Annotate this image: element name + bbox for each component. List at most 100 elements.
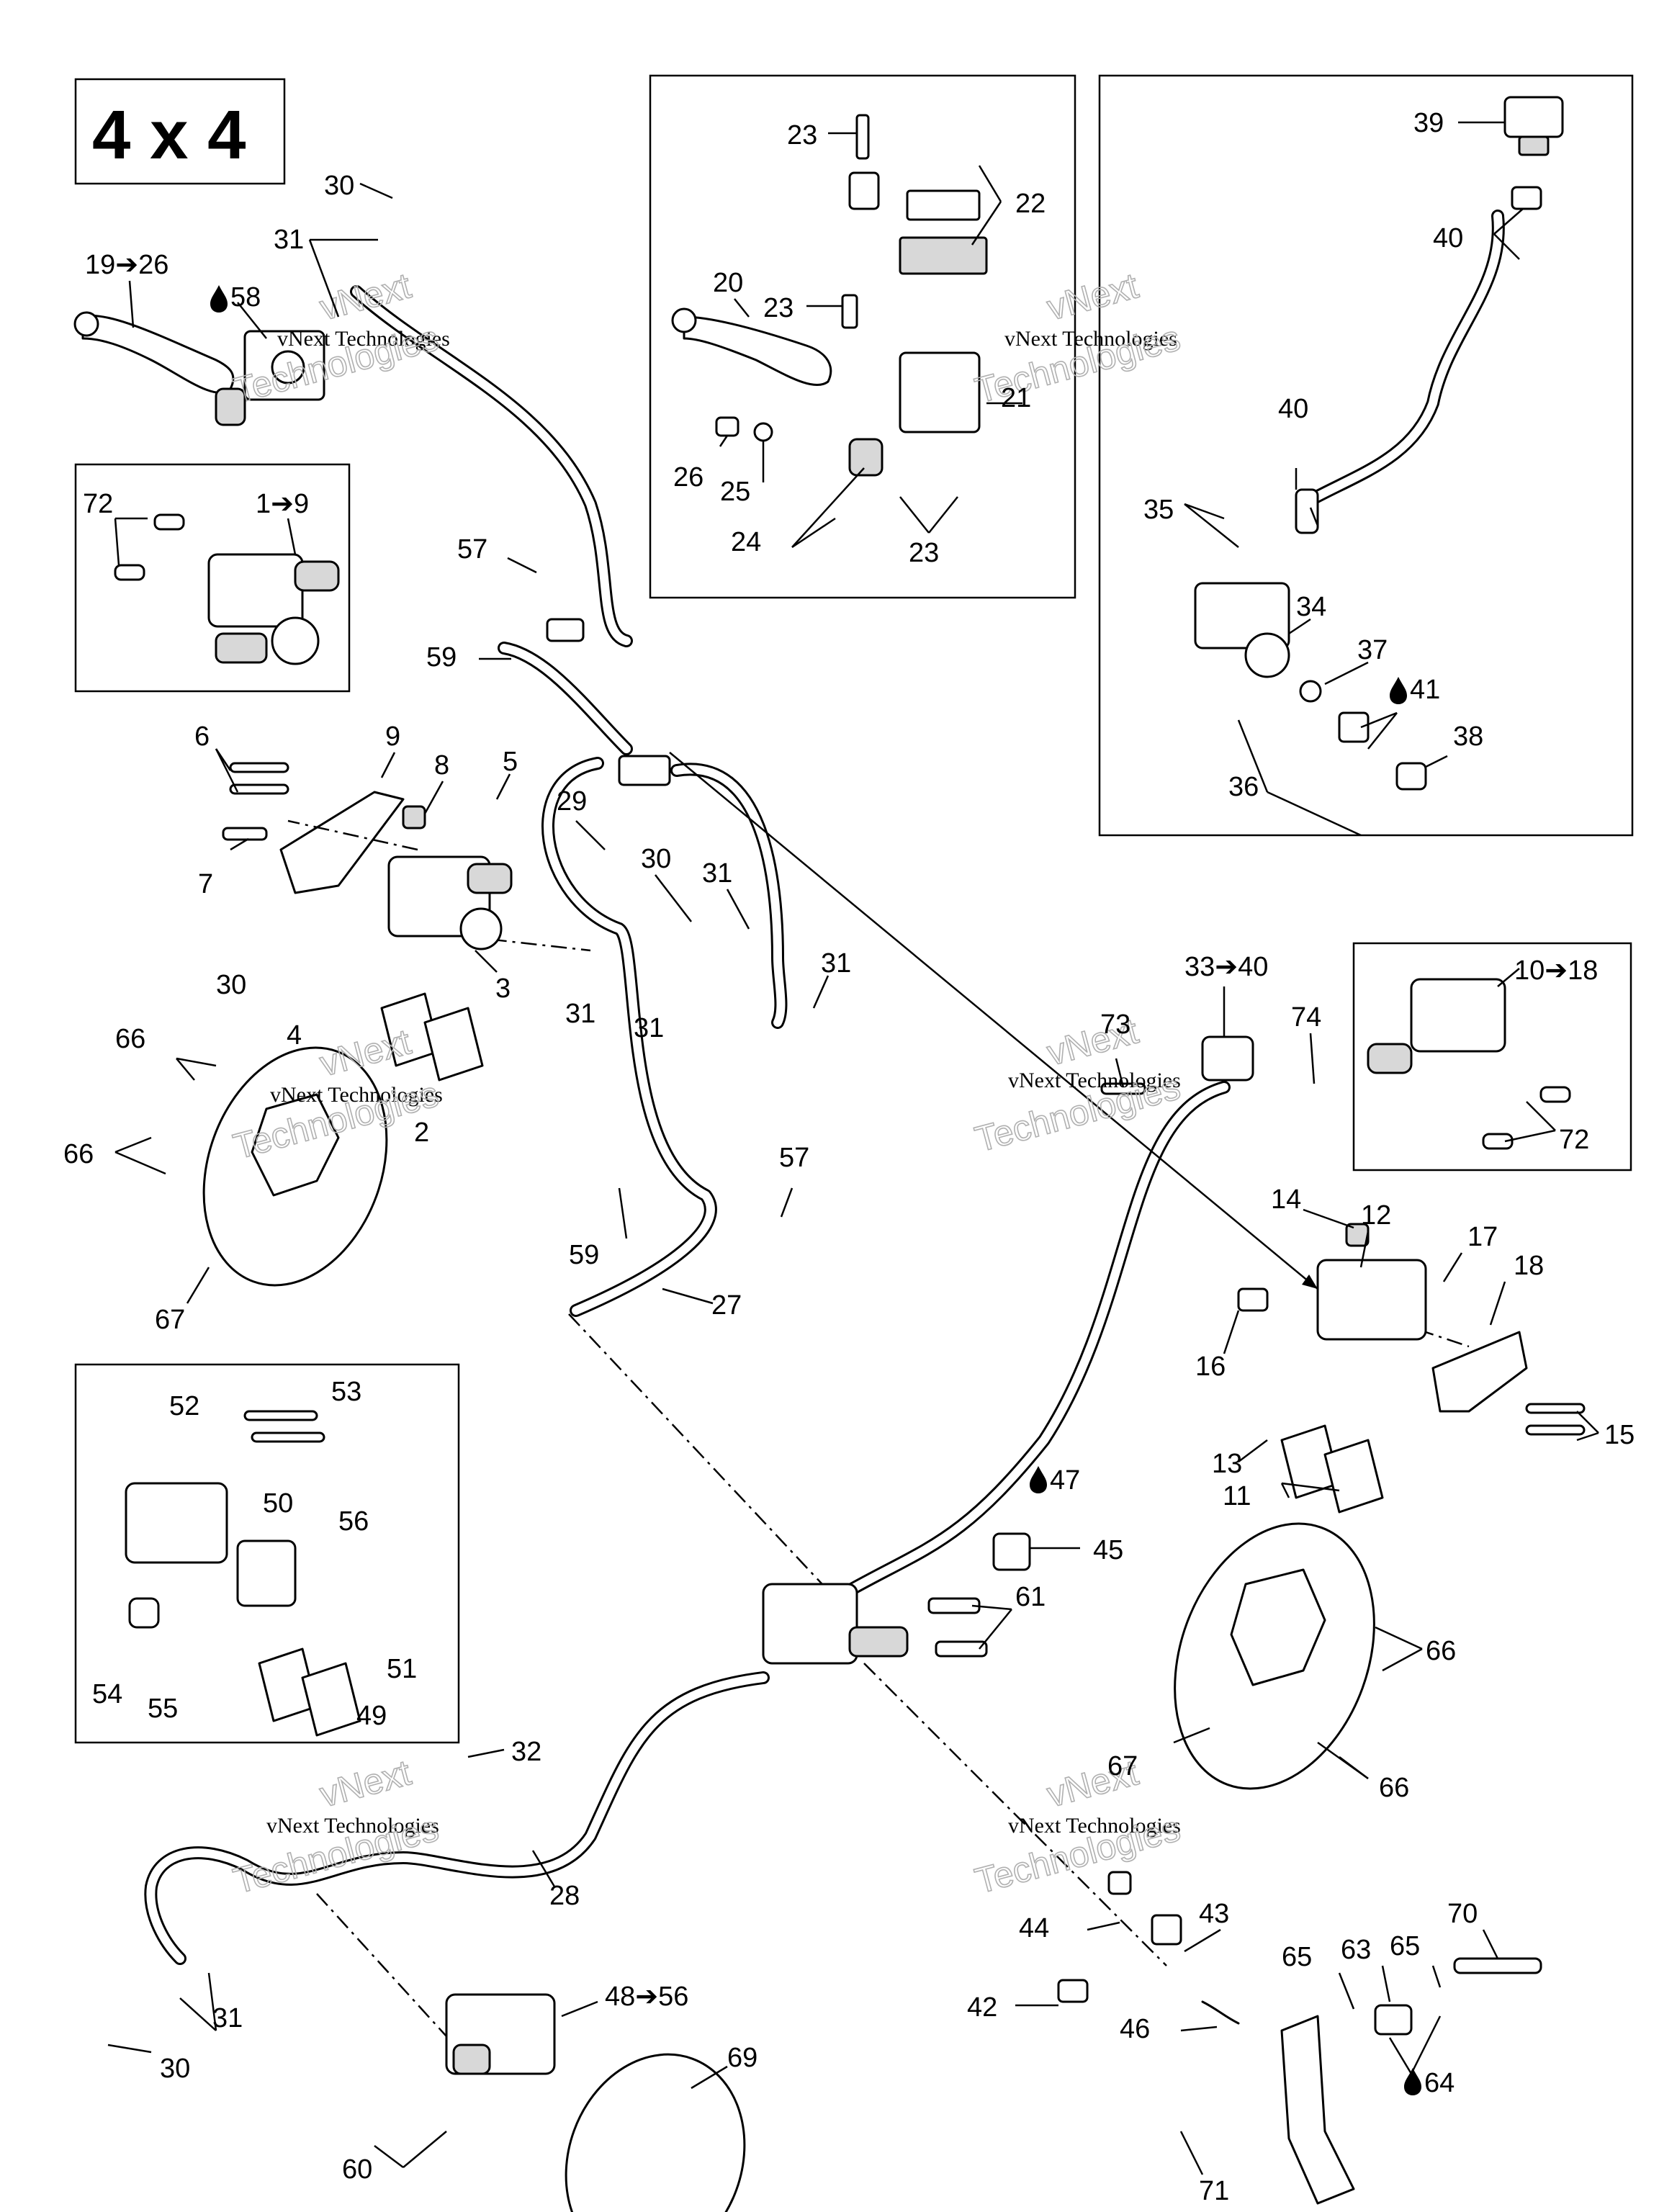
front-reservoir <box>1100 1035 1254 1095</box>
brake-pedal-assembly <box>1057 1871 1542 2205</box>
callout-label: 31 <box>212 2003 243 2033</box>
callout-label: 35 <box>1143 495 1174 525</box>
callout-label: 30 <box>160 2054 190 2084</box>
callout-label: 69 <box>727 2043 757 2073</box>
callout-label: 1➔9 <box>256 489 309 519</box>
callout-label: 20 <box>713 268 743 298</box>
watermarks: vNext Technologies vNext Technologies vN… <box>229 265 1185 1902</box>
callout-label: 58 <box>230 282 261 313</box>
callout-label: 31 <box>274 225 304 255</box>
callout-label: 23 <box>763 293 793 323</box>
callout-label: 66 <box>115 1024 145 1054</box>
callout-label: 64 <box>1424 2068 1455 2098</box>
fluid-drop-icon <box>210 285 228 313</box>
callout-label: 12 <box>1361 1200 1391 1231</box>
callout-label: 42 <box>967 1992 997 2023</box>
callout-label: 23 <box>787 120 817 150</box>
callout-label: 23 <box>909 538 939 568</box>
watermark-outline: vNext <box>315 1752 415 1815</box>
inset-frame-master-cylinder <box>649 74 1076 599</box>
callout-label: 66 <box>1379 1773 1409 1803</box>
callout-label: 56 <box>338 1506 369 1537</box>
callout-label: 57 <box>457 534 487 565</box>
callout-label: 9 <box>385 721 400 752</box>
inset-frame-reservoir <box>1098 74 1634 837</box>
callout-label: 71 <box>1199 2176 1229 2206</box>
page-title: 4 x 4 <box>92 96 246 174</box>
rear-master-cylinder <box>762 1532 1031 1665</box>
callout-label: 8 <box>434 750 449 781</box>
watermark-outline: vNext <box>1043 265 1142 328</box>
callout-label: 17 <box>1467 1222 1498 1252</box>
callout-label: 46 <box>1120 2014 1150 2044</box>
watermark-text: vNext Technologies <box>1008 1069 1181 1092</box>
callout-label: 72 <box>83 489 113 519</box>
reservoir-inset <box>1194 96 1564 791</box>
watermark-text: vNext Technologies <box>1008 1814 1181 1838</box>
fluid-drop-icons <box>210 285 1421 2095</box>
callout-label: 66 <box>1426 1636 1456 1666</box>
callout-label: 29 <box>557 786 587 817</box>
watermark-text: vNext Technologies <box>1004 327 1177 351</box>
callout-label: 63 <box>1341 1935 1371 1965</box>
front-right-brake-disc <box>1174 1522 1375 1790</box>
callout-label: 30 <box>216 970 246 1000</box>
callout-label: 38 <box>1453 721 1483 752</box>
callout-label: 37 <box>1357 635 1388 665</box>
callout-label: 40 <box>1278 394 1308 424</box>
callout-labels: 30 31 19➔26 58 72 1➔9 57 59 6 9 8 5 7 29… <box>63 108 1635 2206</box>
callout-label: 33➔40 <box>1184 952 1268 982</box>
callout-label: 41 <box>1410 675 1440 705</box>
fluid-drop-icon <box>1404 2068 1421 2095</box>
callout-label: 66 <box>63 1139 94 1169</box>
caliper-10-18 <box>1367 978 1571 1150</box>
callout-label: 7 <box>198 869 213 899</box>
front-left-brake-disc <box>202 1046 388 1287</box>
callout-label: 47 <box>1050 1465 1080 1496</box>
watermark-outline: vNext <box>315 1021 415 1084</box>
inset-frame-48-56 <box>74 1363 460 1744</box>
callout-label: 11 <box>1223 1481 1251 1511</box>
callout-label: 16 <box>1195 1352 1226 1382</box>
callout-label: 44 <box>1019 1913 1049 1943</box>
callout-label: 74 <box>1291 1002 1321 1033</box>
callout-label: 45 <box>1093 1535 1123 1565</box>
callout-label: 26 <box>673 462 703 493</box>
brake-hoses <box>144 210 1505 1965</box>
front-right-caliper-assembly <box>1237 1223 1586 1514</box>
callout-label: 22 <box>1015 189 1046 219</box>
caliper-48-56-inset <box>125 1410 361 1737</box>
callout-label: 59 <box>569 1240 599 1270</box>
callout-label: 67 <box>155 1305 185 1335</box>
callout-label: 49 <box>356 1701 387 1731</box>
caliper-1-9 <box>114 513 340 665</box>
callout-label: 31 <box>702 858 732 889</box>
callout-label: 14 <box>1271 1184 1301 1215</box>
callout-label: 43 <box>1199 1899 1229 1929</box>
callout-label: 25 <box>720 477 750 507</box>
callout-label: 54 <box>92 1679 122 1709</box>
callout-label: 34 <box>1296 592 1326 622</box>
title-frame <box>74 78 286 185</box>
fluid-drop-icon <box>1030 1466 1047 1493</box>
leader-lines <box>107 121 1599 2175</box>
callout-label: 67 <box>1107 1751 1138 1781</box>
callout-label: 30 <box>324 171 354 201</box>
callout-label: 73 <box>1100 1010 1130 1040</box>
callout-label: 55 <box>148 1694 178 1724</box>
master-cylinder-inset <box>671 114 988 477</box>
callout-label: 21 <box>1001 383 1031 413</box>
callout-label: 57 <box>779 1143 809 1173</box>
connector-lines <box>287 752 1470 2053</box>
callout-label: 2 <box>414 1118 429 1148</box>
callout-label: 72 <box>1559 1125 1589 1155</box>
callout-label: 70 <box>1447 1899 1478 1929</box>
callout-label: 40 <box>1433 223 1463 253</box>
callout-label: 65 <box>1390 1931 1420 1961</box>
inset-frame-10-18 <box>1352 942 1632 1172</box>
callout-label: 5 <box>503 747 518 777</box>
callout-label: 18 <box>1514 1251 1544 1281</box>
callout-label: 36 <box>1228 772 1259 802</box>
callout-label: 61 <box>1015 1582 1046 1612</box>
